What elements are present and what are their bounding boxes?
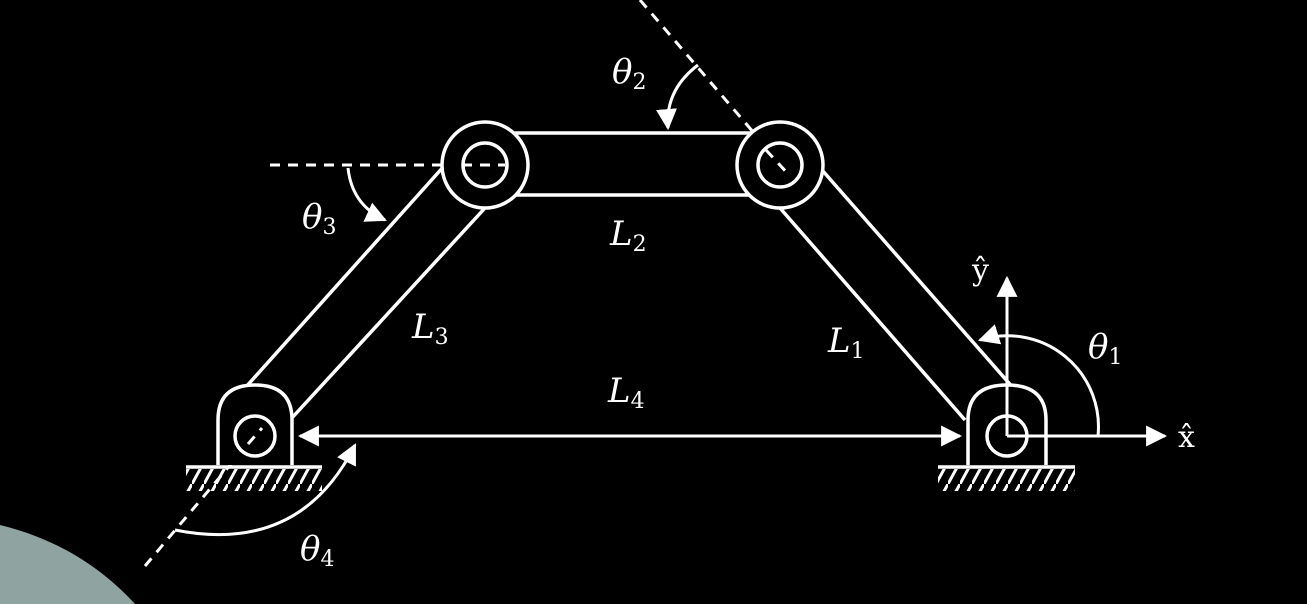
label-theta3: θ3	[302, 197, 336, 240]
theta4-reference-line	[143, 419, 270, 567]
label-l2: L2	[609, 214, 647, 257]
corner-shape	[0, 525, 135, 604]
label-l4: L4	[607, 371, 645, 414]
ground-right	[938, 465, 1075, 491]
link-l3	[243, 163, 487, 422]
theta2-arc	[656, 63, 699, 131]
theta3-arc	[346, 167, 387, 222]
theta4-arc	[174, 443, 357, 537]
label-y-axis: ŷ	[971, 253, 989, 288]
label-theta1: θ1	[1088, 327, 1122, 370]
theta2-reference-line	[638, 0, 792, 176]
theta1-arc	[977, 324, 1100, 437]
joint-top-right	[735, 120, 825, 210]
label-l3: L3	[411, 307, 449, 350]
joint-bottom-left	[216, 383, 294, 465]
link-l1	[778, 168, 1017, 422]
label-x-axis: x̂	[1178, 420, 1195, 455]
link-l2	[485, 131, 780, 197]
joint-top-left	[440, 120, 530, 210]
label-l1: L1	[827, 321, 865, 364]
ground-left	[186, 465, 322, 491]
label-theta4: θ4	[300, 529, 334, 572]
label-theta2: θ2	[612, 52, 646, 95]
